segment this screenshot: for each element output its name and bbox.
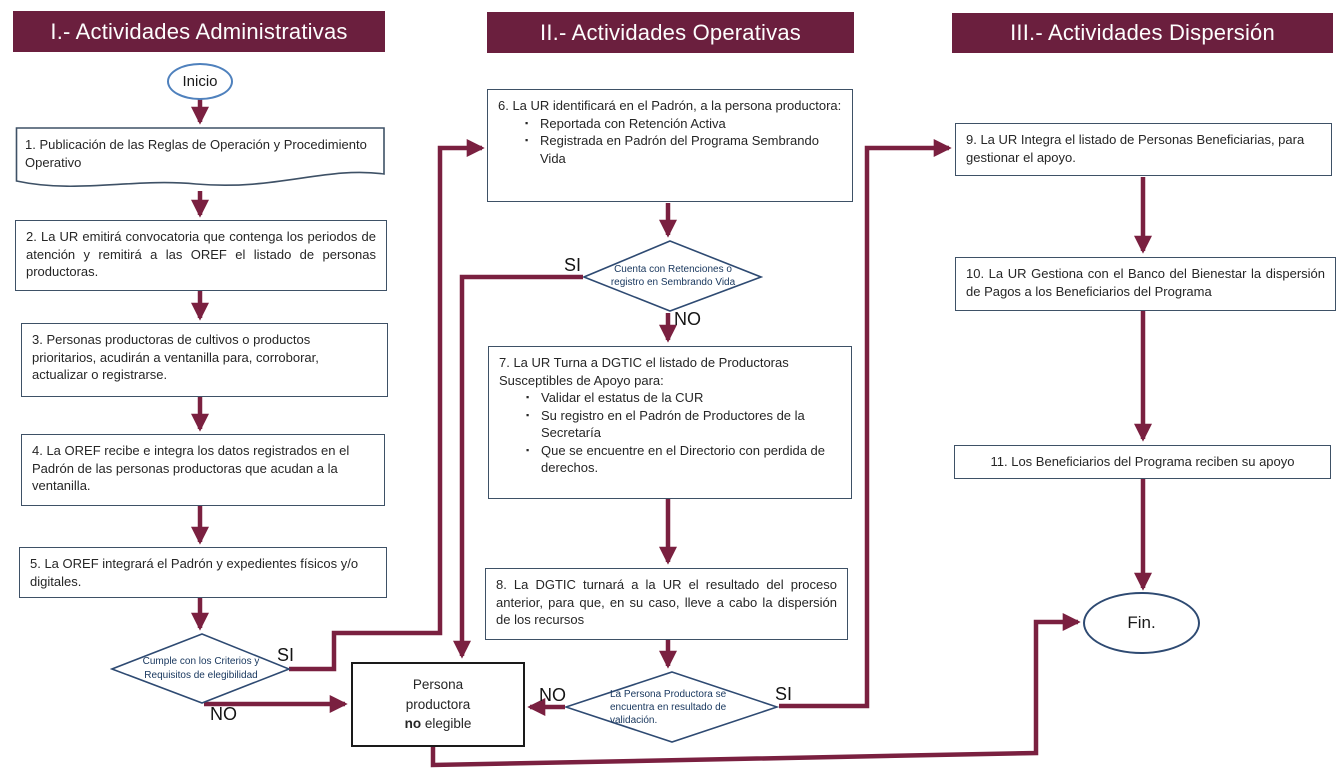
process-box-5: 5. La OREF integrará el Padrón y expedie… bbox=[19, 547, 387, 598]
label-no-retentions: NO bbox=[674, 309, 701, 329]
bullet-text: Registrada en Padrón del Programa Sembra… bbox=[540, 133, 819, 166]
list-item: ▪ Reportada con Retención Activa bbox=[498, 115, 842, 133]
decision-eligibility-shape bbox=[110, 633, 291, 704]
process-box-3: 3. Personas productoras de cultivos o pr… bbox=[21, 323, 388, 397]
label-no-eligibility: NO bbox=[210, 704, 237, 724]
not-eligible-line-3: no elegible bbox=[404, 716, 472, 732]
not-eligible-line-1: Persona bbox=[412, 677, 464, 693]
list-item: ▪ Que se encuentre en el Directorio con … bbox=[499, 442, 841, 477]
bullet-text: Reportada con Retención Activa bbox=[540, 115, 726, 131]
process-box-4: 4. La OREF recibe e integra los datos re… bbox=[21, 434, 385, 506]
decision-validation-shape bbox=[565, 671, 779, 743]
label-no-validation: NO bbox=[539, 685, 566, 705]
bullet-text: Validar el estatus de la CUR bbox=[541, 390, 704, 406]
column-header-operativas: II.- Actividades Operativas bbox=[487, 12, 854, 53]
list-item: ▪ Validar el estatus de la CUR bbox=[499, 389, 841, 407]
bullet-icon: ▪ bbox=[526, 409, 530, 420]
decision-retentions-shape bbox=[583, 240, 763, 312]
label-si-validation: SI bbox=[775, 684, 793, 704]
list-item: ▪ Registrada en Padrón del Programa Semb… bbox=[498, 132, 842, 167]
not-eligible-line-2: productora bbox=[405, 696, 471, 712]
start-terminal: Inicio bbox=[167, 63, 233, 100]
process-box-7-intro: 7. La UR Turna a DGTIC el listado de Pro… bbox=[499, 355, 789, 388]
decision-eligibility-label: Cumple con los Criterios y Requisitos de… bbox=[142, 656, 260, 681]
process-box-11: 11. Los Beneficiarios del Programa recib… bbox=[954, 445, 1331, 479]
process-box-6-intro: 6. La UR identificará en el Padrón, a la… bbox=[498, 98, 842, 113]
process-box-2: 2. La UR emitirá convocatoria que conten… bbox=[15, 220, 387, 291]
column-header-administrativas: I.- Actividades Administrativas bbox=[13, 11, 385, 52]
bullet-icon: ▪ bbox=[526, 392, 530, 403]
process-doc-1 bbox=[15, 127, 385, 188]
column-header-dispersion: III.- Actividades Dispersión bbox=[952, 13, 1333, 53]
process-box-7: 7. La UR Turna a DGTIC el listado de Pro… bbox=[488, 346, 852, 499]
bullet-icon: ▪ bbox=[525, 135, 529, 146]
bullet-text: Su registro en el Padrón de Productores … bbox=[541, 407, 805, 441]
bullet-icon: ▪ bbox=[526, 444, 530, 455]
process-box-6: 6. La UR identificará en el Padrón, a la… bbox=[487, 89, 853, 202]
label-si-eligibility: SI bbox=[277, 645, 295, 665]
decision-retentions-label: Cuenta con Retenciones o registro en Sem… bbox=[610, 263, 736, 288]
label-si-retentions: SI bbox=[564, 255, 582, 275]
process-box-8: 8. La DGTIC turnará a la UR el resultado… bbox=[485, 568, 848, 640]
process-box-10: 10. La UR Gestiona con el Banco del Bien… bbox=[955, 257, 1336, 311]
list-item: ▪ Su registro en el Padrón de Productore… bbox=[499, 407, 841, 442]
not-eligible-box: Persona productora no elegible bbox=[351, 662, 525, 747]
end-terminal: Fin. bbox=[1083, 592, 1200, 654]
process-doc-1-label: 1. Publicación de las Reglas de Operació… bbox=[25, 137, 367, 170]
bullet-text: Que se encuentre en el Directorio con pe… bbox=[541, 442, 826, 476]
decision-validation-label: La Persona Productora se encuentra en re… bbox=[610, 688, 727, 727]
process-box-9: 9. La UR Integra el listado de Personas … bbox=[955, 123, 1332, 176]
bullet-icon: ▪ bbox=[525, 117, 529, 128]
